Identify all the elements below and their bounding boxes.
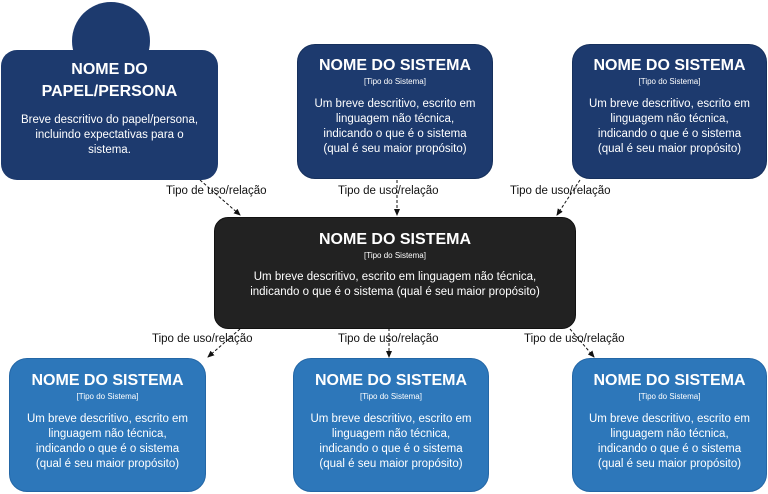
system-desc-line: Um breve descritivo, escrito em [588, 413, 751, 425]
system-desc-line: linguagem não técnica, [610, 113, 729, 125]
system-type: [Tipo do Sistema] [638, 392, 701, 401]
system-desc-line: Um breve descritivo, escrito em linguage… [253, 271, 537, 283]
system-desc-line: indicando o que é o sistema (qual é seu … [250, 286, 540, 298]
persona-title: NOME DO PAPEL/PERSONA [1, 59, 218, 103]
central-system[interactable]: NOME DO SISTEMA [Tipo do Sistema] Um bre… [214, 217, 576, 329]
persona-node[interactable]: NOME DO PAPEL/PERSONA Breve descritivo d… [1, 50, 218, 180]
system-desc-line: Um breve descritivo, escrito em [26, 413, 189, 425]
system-type: [Tipo do Sistema] [360, 392, 422, 401]
system-desc-line: (qual é seu maior propósito) [35, 458, 180, 470]
relation-label-bottom-system-2: Tipo de uso/relação [338, 333, 439, 345]
relation-label-persona: Tipo de uso/relação [166, 185, 267, 197]
system-description: Um breve descritivo, escrito em linguage… [573, 97, 766, 157]
relation-label-bottom-system-1: Tipo de uso/relação [152, 333, 253, 345]
arrow-persona-to-central [199, 179, 241, 216]
system-desc-line: Um breve descritivo, escrito em [310, 413, 472, 425]
relation-label-bottom-system-3: Tipo de uso/relação [524, 333, 625, 345]
relation-label-top-system-2: Tipo de uso/relação [510, 185, 611, 197]
system-description: Um breve descritivo, escrito em linguage… [294, 412, 488, 472]
system-type: [Tipo do Sistema] [76, 392, 139, 401]
system-description: Um breve descritivo, escrito em linguage… [573, 412, 766, 472]
system-desc-line: linguagem não técnica, [335, 113, 455, 125]
external-system-top-1[interactable]: NOME DO SISTEMA [Tipo do Sistema] Um bre… [297, 44, 493, 179]
system-desc-line: linguagem não técnica, [610, 428, 729, 440]
persona-title-line: PAPEL/PERSONA [41, 83, 178, 100]
persona-title-line: NOME DO [71, 61, 148, 78]
system-desc-line: Um breve descritivo, escrito em [588, 98, 751, 110]
system-type: [Tipo do Sistema] [638, 77, 701, 86]
external-system-top-2[interactable]: NOME DO SISTEMA [Tipo do Sistema] Um bre… [572, 44, 767, 179]
central-system-description: Um breve descritivo, escrito em linguage… [215, 270, 575, 300]
system-type: [Tipo do Sistema] [364, 77, 426, 86]
persona-desc-line: sistema. [88, 144, 131, 156]
system-desc-line: (qual é seu maior propósito) [323, 143, 467, 155]
system-desc-line: indicando o que é o sistema [597, 128, 742, 140]
arrow-central-to-bottom-system-3 [569, 328, 595, 358]
persona-description: Breve descritivo do papel/persona, inclu… [1, 113, 218, 158]
external-system-bottom-2[interactable]: NOME DO SISTEMA [Tipo do Sistema] Um bre… [293, 358, 489, 492]
system-title: NOME DO SISTEMA [318, 57, 471, 74]
arrow-top-system-2-to-central [556, 179, 581, 216]
system-desc-line: linguagem não técnica, [331, 428, 451, 440]
system-desc-line: indicando o que é o sistema [597, 443, 742, 455]
central-system-type: [Tipo do Sistema] [364, 251, 426, 260]
system-desc-line: linguagem não técnica, [48, 428, 167, 440]
system-desc-line: indicando o que é o sistema [323, 128, 467, 140]
system-title: NOME DO SISTEMA [593, 372, 746, 389]
arrow-central-to-bottom-system-1 [207, 328, 241, 358]
system-desc-line: (qual é seu maior propósito) [319, 458, 463, 470]
persona-desc-line: incluindo expectativas para o [35, 129, 184, 141]
system-title: NOME DO SISTEMA [593, 57, 746, 74]
system-title: NOME DO SISTEMA [314, 372, 467, 389]
external-system-bottom-1[interactable]: NOME DO SISTEMA [Tipo do Sistema] Um bre… [9, 358, 206, 492]
system-desc-line: indicando o que é o sistema [35, 443, 180, 455]
external-system-bottom-3[interactable]: NOME DO SISTEMA [Tipo do Sistema] Um bre… [572, 358, 767, 492]
persona-desc-line: Breve descritivo do papel/persona, [20, 114, 199, 126]
system-desc-line: indicando o que é o sistema [319, 443, 463, 455]
central-system-title: NOME DO SISTEMA [318, 231, 471, 248]
system-desc-line: Um breve descritivo, escrito em [314, 98, 476, 110]
system-description: Um breve descritivo, escrito em linguage… [298, 97, 492, 157]
system-desc-line: (qual é seu maior propósito) [597, 458, 742, 470]
relation-label-top-system-1: Tipo de uso/relação [338, 185, 439, 197]
system-title: NOME DO SISTEMA [31, 372, 184, 389]
system-desc-line: (qual é seu maior propósito) [597, 143, 742, 155]
system-description: Um breve descritivo, escrito em linguage… [10, 412, 205, 472]
